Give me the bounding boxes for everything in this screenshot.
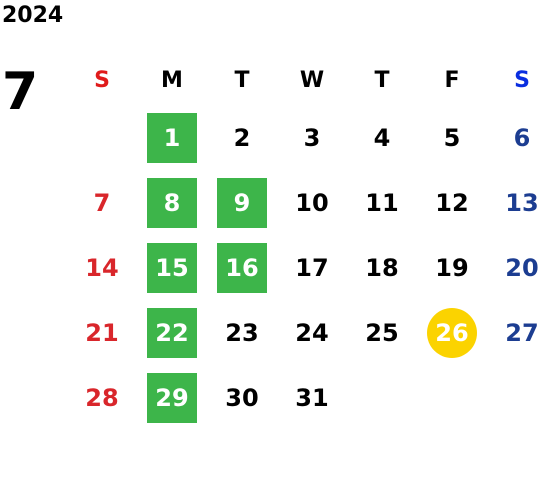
day-cell[interactable]: 11	[365, 188, 399, 217]
day-cell[interactable]: 29	[137, 365, 207, 430]
day-cell[interactable]: 18	[365, 253, 399, 282]
day-cell[interactable]: 14	[85, 253, 119, 282]
day-cell[interactable]: 31	[295, 383, 329, 412]
day-cell[interactable]: 25	[365, 318, 399, 347]
day-cell[interactable]: 15	[137, 235, 207, 300]
weekday-header-wed: W	[299, 67, 325, 93]
calendar-grid: S M T W T F S 1 2 3 4 5 6 7 8 9 10 11 12…	[67, 55, 548, 430]
weekday-header-mon: M	[161, 67, 183, 93]
day-cell[interactable]: 17	[295, 253, 329, 282]
year-label: 2024	[2, 3, 64, 28]
day-cell[interactable]: 22	[137, 300, 207, 365]
weekday-header-tue: T	[234, 67, 250, 93]
day-number-highlighted: 29	[147, 372, 197, 423]
day-cell[interactable]: 10	[295, 188, 329, 217]
day-cell-empty	[487, 365, 548, 430]
day-cell[interactable]: 24	[295, 318, 329, 347]
day-cell[interactable]: 9	[207, 170, 277, 235]
day-cell-empty	[67, 105, 137, 170]
day-number-highlighted: 9	[217, 177, 267, 228]
day-cell[interactable]: 8	[137, 170, 207, 235]
day-cell[interactable]: 6	[513, 123, 531, 152]
day-number-highlighted: 16	[217, 242, 267, 293]
day-cell[interactable]: 13	[505, 188, 539, 217]
day-cell-empty	[347, 365, 417, 430]
month-number: 7	[2, 62, 39, 122]
weekday-header-thu: T	[374, 67, 390, 93]
day-cell[interactable]: 28	[85, 383, 119, 412]
day-number-highlighted: 22	[147, 307, 197, 358]
day-cell[interactable]: 5	[443, 123, 461, 152]
weekday-header-sun: S	[94, 67, 110, 93]
day-cell[interactable]: 21	[85, 318, 119, 347]
day-cell[interactable]: 2	[233, 123, 251, 152]
day-cell[interactable]: 3	[303, 123, 321, 152]
day-cell[interactable]: 23	[225, 318, 259, 347]
day-cell[interactable]: 1	[137, 105, 207, 170]
day-cell[interactable]: 7	[93, 188, 111, 217]
weekday-header-sat: S	[514, 67, 530, 93]
day-cell[interactable]: 19	[435, 253, 469, 282]
day-cell[interactable]: 30	[225, 383, 259, 412]
day-cell[interactable]: 16	[207, 235, 277, 300]
day-cell[interactable]: 4	[373, 123, 391, 152]
day-cell-empty	[417, 365, 487, 430]
day-cell[interactable]: 12	[435, 188, 469, 217]
day-number-today: 26	[427, 307, 477, 358]
weekday-header-fri: F	[444, 67, 460, 93]
day-number-highlighted: 1	[147, 112, 197, 163]
day-cell[interactable]: 20	[505, 253, 539, 282]
day-cell[interactable]: 27	[505, 318, 539, 347]
day-number-highlighted: 15	[147, 242, 197, 293]
day-number-highlighted: 8	[147, 177, 197, 228]
day-cell[interactable]: 26	[417, 300, 487, 365]
